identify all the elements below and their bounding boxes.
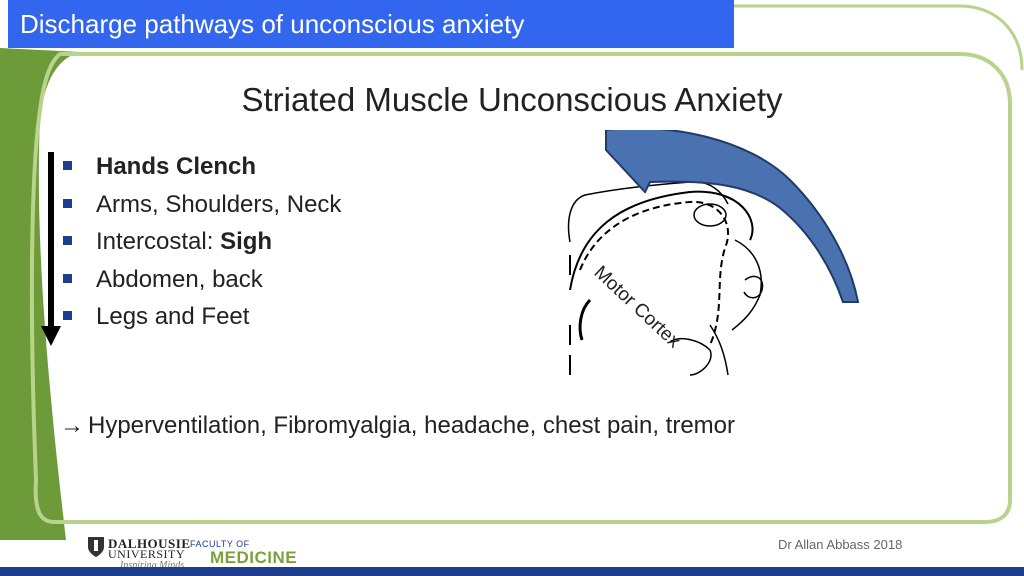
header-title: Discharge pathways of unconscious anxiet… (20, 9, 525, 39)
bottom-stripe (0, 567, 1024, 576)
bullet-square-icon (63, 161, 72, 170)
faculty-of-medicine-logo: FACULTY OF MEDICINE (190, 539, 298, 567)
dalhousie-logo: DALHOUSIE UNIVERSITY Inspiring Minds (108, 536, 191, 571)
bullet-text: Arms, Shoulders, Neck (96, 190, 342, 218)
bullet-square-icon (63, 311, 72, 320)
list-item: Intercostal: Sigh (60, 225, 341, 263)
bullet-text: Intercostal: (96, 228, 221, 255)
dalhousie-crest-icon (88, 537, 104, 557)
bullet-text: Hands Clench (96, 153, 257, 180)
list-item: Hands Clench (60, 150, 341, 188)
bullet-square-icon (63, 273, 72, 283)
conclusion-text: Hyperventilation, Fibromyalgia, headache… (88, 412, 735, 439)
bullet-square-icon (63, 236, 72, 245)
down-arrow-icon (41, 152, 61, 346)
bullet-square-icon (63, 198, 72, 208)
bullet-text: Legs and Feet (96, 303, 250, 330)
list-item: Arms, Shoulders, Neck (60, 188, 341, 226)
right-arrow-icon: → (60, 412, 84, 439)
header-bar: Discharge pathways of unconscious anxiet… (8, 0, 734, 48)
bullet-bold-text: Sigh (220, 228, 273, 255)
bullet-list: Hands Clench Arms, Shoulders, Neck Inter… (60, 150, 341, 338)
list-item: Abdomen, back (60, 263, 341, 301)
conclusion-line: →Hyperventilation, Fibromyalgia, headach… (60, 412, 735, 440)
bullet-text: Abdomen, back (96, 265, 263, 293)
slide-title: Striated Muscle Unconscious Anxiety (241, 81, 783, 118)
list-item: Legs and Feet (60, 300, 341, 338)
author-credit: Dr Allan Abbass 2018 (778, 537, 903, 552)
motor-homunculus-illustration (567, 130, 860, 376)
